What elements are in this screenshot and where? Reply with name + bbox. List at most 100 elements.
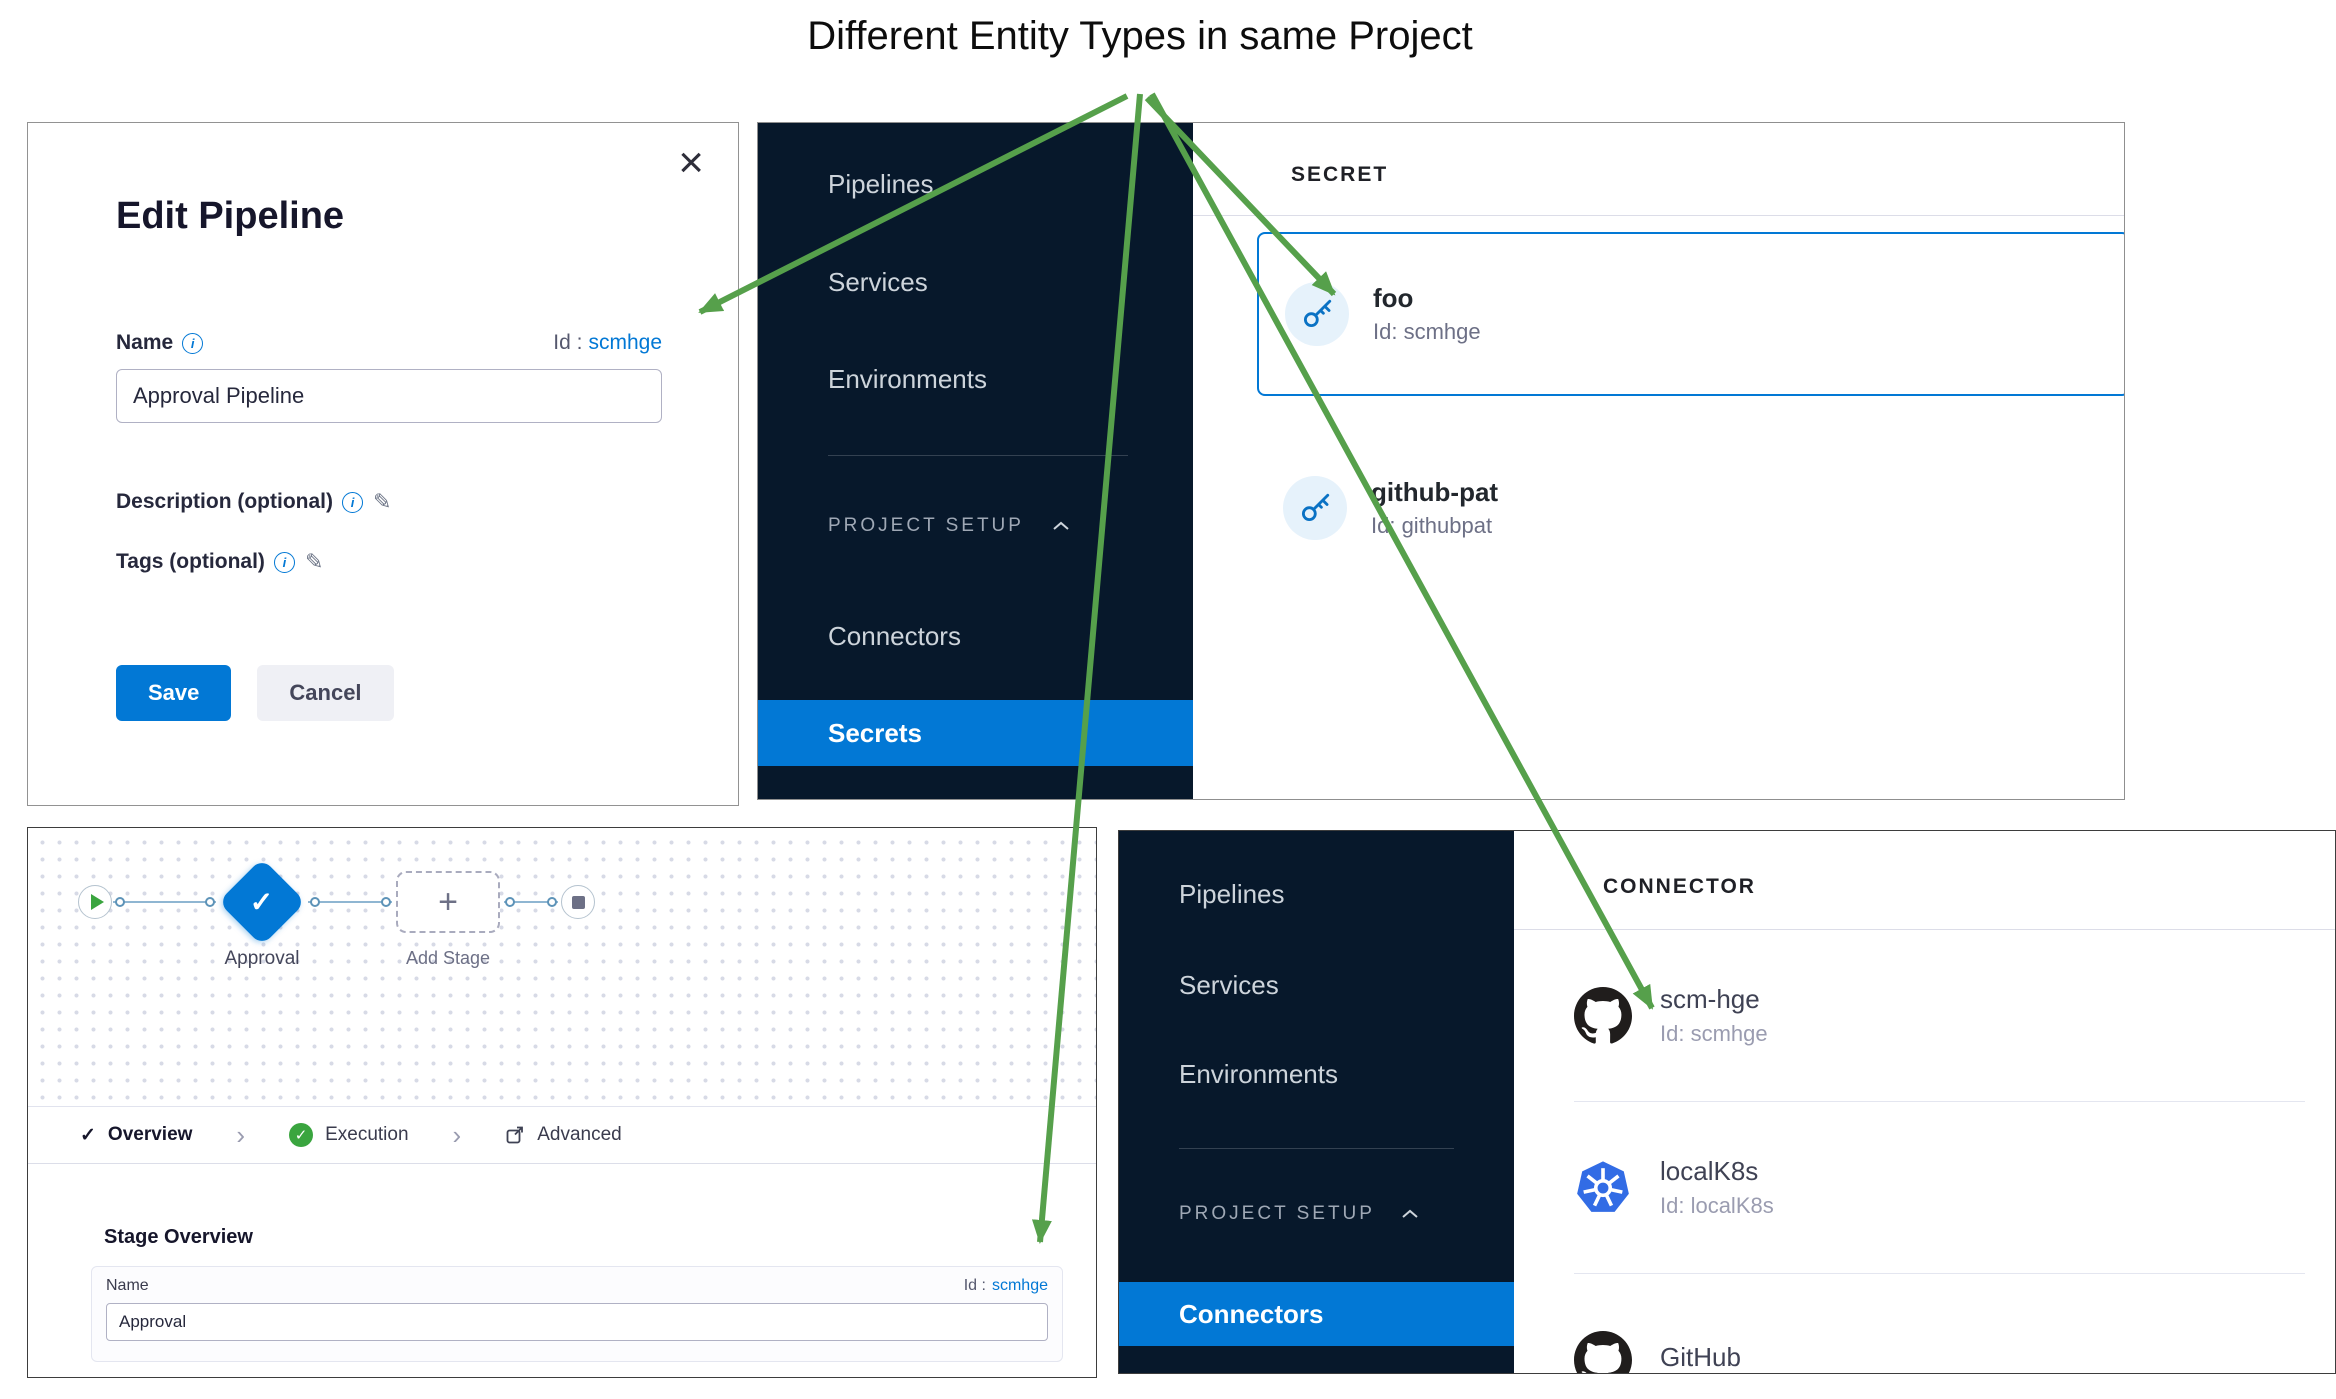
stage-overview-form: Name Id : scmhge: [91, 1266, 1063, 1362]
add-stage-button[interactable]: +: [396, 871, 500, 933]
secret-meta: github-pat Id: githubpat: [1371, 477, 1498, 539]
connector-meta: GitHub: [1660, 1341, 1741, 1374]
plus-icon: +: [438, 882, 458, 921]
tab-overview-label: Overview: [107, 1124, 193, 1145]
sidebar-item-services[interactable]: Services: [1179, 970, 1279, 1000]
cancel-button[interactable]: Cancel: [257, 665, 394, 721]
secret-id: Id: scmhge: [1373, 319, 1481, 344]
secret-name: foo: [1373, 283, 1414, 313]
stage-name-input[interactable]: [106, 1303, 1048, 1341]
pipeline-id: Id :scmhge: [553, 331, 662, 355]
connector-item-scm-hge[interactable]: scm-hge Id: scmhge: [1574, 930, 2305, 1102]
sidebar-item-connectors[interactable]: Connectors: [1119, 1282, 1514, 1346]
secret-meta: foo Id: scmhge: [1373, 283, 1481, 345]
description-row: Description (optional) i ✎: [116, 489, 391, 515]
connector-id: Id: localK8s: [1660, 1193, 1774, 1218]
secret-id: Id: githubpat: [1371, 513, 1493, 538]
project-setup-label: PROJECT SETUP: [828, 515, 1024, 536]
connector-name: scm-hge: [1660, 984, 1760, 1014]
stage-connectors: [113, 897, 558, 907]
close-icon[interactable]: ×: [678, 138, 704, 187]
tab-execution[interactable]: ✓ Execution: [289, 1123, 409, 1147]
chevron-right-icon: ›: [236, 1119, 246, 1150]
connectors-page: Pipelines Services Environments PROJECT …: [1118, 830, 2336, 1374]
tab-advanced-label: Advanced: [537, 1124, 622, 1145]
header-divider: [1193, 215, 2124, 216]
stage-tabs: ✓ Overview › ✓ Execution › Advanced: [28, 1106, 1096, 1164]
github-icon: [1574, 1331, 1632, 1373]
pipeline-id-link[interactable]: scmhge: [588, 331, 662, 354]
stage-id-link[interactable]: scmhge: [991, 1277, 1048, 1294]
info-icon[interactable]: i: [182, 332, 204, 354]
secrets-page: Pipelines Services Environments PROJECT …: [757, 122, 2125, 800]
project-setup-header[interactable]: PROJECT SETUP: [828, 515, 1070, 537]
github-icon: [1574, 986, 1632, 1044]
stage-node-label: Approval: [224, 948, 300, 969]
chevron-up-icon: [1053, 521, 1069, 530]
sidebar-item-connectors[interactable]: Connectors: [828, 621, 961, 651]
connector-item-github[interactable]: GitHub: [1574, 1274, 2305, 1374]
kubernetes-icon: [1577, 1160, 1629, 1212]
stage-name-row: Name Id : scmhge: [106, 1277, 1048, 1295]
sidebar-divider: [1179, 1148, 1454, 1149]
modal-title: Edit Pipeline: [116, 195, 345, 237]
pipeline-name-input[interactable]: [116, 369, 662, 423]
advanced-icon: [506, 1126, 524, 1144]
connector-id: Id: scmhge: [1660, 1021, 1768, 1046]
chevron-up-icon: [1402, 1209, 1418, 1218]
sidebar-item-environments[interactable]: Environments: [1179, 1059, 1338, 1089]
name-label-text: Name: [116, 331, 174, 354]
sidebar-item-pipelines[interactable]: Pipelines: [828, 169, 934, 199]
sidebar-item-environments[interactable]: Environments: [828, 364, 987, 394]
connector-item-localk8s[interactable]: localK8s Id: localK8s: [1574, 1102, 2305, 1274]
save-button[interactable]: Save: [116, 665, 232, 721]
check-icon: ✓: [80, 1124, 96, 1146]
edit-pencil-icon[interactable]: ✎: [304, 549, 324, 574]
edit-pencil-icon[interactable]: ✎: [373, 489, 392, 514]
tab-overview[interactable]: ✓ Overview: [80, 1124, 192, 1147]
secret-item-foo[interactable]: foo Id: scmhge: [1257, 232, 2124, 396]
info-icon[interactable]: i: [342, 491, 363, 513]
description-label-text: Description (optional): [116, 490, 333, 513]
sidebar-divider: [828, 455, 1128, 456]
info-icon[interactable]: i: [273, 551, 295, 573]
connector-name: localK8s: [1660, 1156, 1759, 1186]
project-sidebar: Pipelines Services Environments PROJECT …: [758, 123, 1193, 799]
key-icon: [1285, 282, 1349, 346]
name-id-row: Name i Id :scmhge: [116, 331, 662, 355]
project-setup-label: PROJECT SETUP: [1179, 1203, 1375, 1224]
chevron-right-icon: ›: [452, 1119, 462, 1150]
pipeline-start-node[interactable]: [78, 885, 112, 919]
connector-name: GitHub: [1660, 1341, 1741, 1372]
success-check-icon: ✓: [289, 1123, 314, 1147]
pipeline-end-node[interactable]: [561, 885, 595, 919]
tags-row: Tags (optional) i ✎: [116, 549, 323, 575]
connectors-content: CONNECTOR scm-hge Id: scmhge: [1514, 831, 2335, 1373]
play-icon: [90, 894, 104, 910]
key-icon: [1283, 476, 1347, 540]
id-prefix: Id :: [963, 1277, 986, 1294]
pipeline-stage-editor: ✓ Approval + Add Stage ✓ Overview › ✓ Ex…: [27, 827, 1097, 1378]
tab-advanced[interactable]: Advanced: [505, 1124, 622, 1146]
project-sidebar: Pipelines Services Environments PROJECT …: [1119, 831, 1514, 1373]
edit-pipeline-modal: × Edit Pipeline Name i Id :scmhge Descri…: [27, 122, 739, 806]
sidebar-item-secrets[interactable]: Secrets: [758, 700, 1193, 766]
name-label: Name i: [116, 331, 204, 355]
description-label: Description (optional) i: [116, 490, 363, 514]
stage-id: Id : scmhge: [964, 1277, 1048, 1295]
tags-label: Tags (optional) i: [116, 550, 295, 574]
tags-label-text: Tags (optional): [116, 550, 265, 573]
header-divider: [1514, 929, 2335, 930]
secret-item-github-pat[interactable]: github-pat Id: githubpat: [1257, 448, 2124, 568]
stage-name-label: Name: [106, 1277, 149, 1294]
sidebar-item-pipelines[interactable]: Pipelines: [1179, 879, 1285, 909]
add-stage-label: Add Stage: [405, 948, 491, 968]
sidebar-item-services[interactable]: Services: [828, 267, 928, 297]
project-setup-header[interactable]: PROJECT SETUP: [1179, 1203, 1419, 1225]
connector-meta: scm-hge Id: scmhge: [1660, 984, 1768, 1047]
modal-buttons: Save Cancel: [116, 665, 394, 721]
connectors-list-header: CONNECTOR: [1603, 875, 1756, 898]
connector-meta: localK8s Id: localK8s: [1660, 1156, 1774, 1219]
annotation-title: Different Entity Types in same Project: [807, 14, 1473, 58]
